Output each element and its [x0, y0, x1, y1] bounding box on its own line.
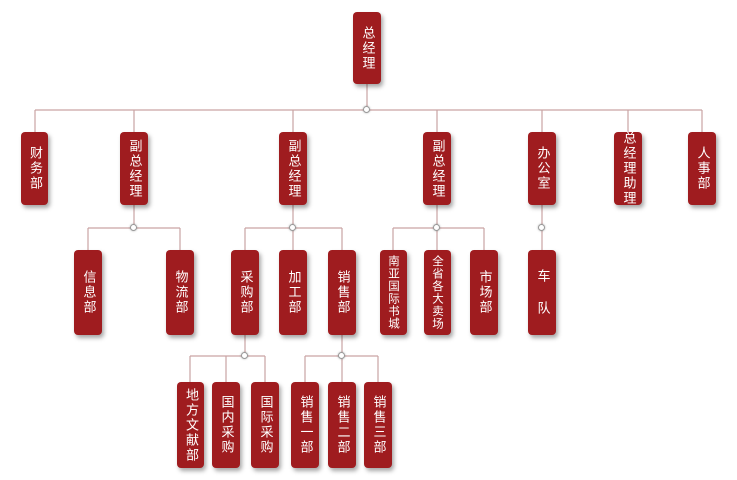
- node-label: 总经理助理: [620, 131, 636, 206]
- node-label: 南亚国际书城: [387, 255, 401, 330]
- node-label: 总经理: [359, 25, 375, 71]
- node-local-docs: 地方文献部: [177, 382, 204, 468]
- node-intl-purchasing: 国际采购: [251, 382, 279, 468]
- node-hr: 人事部: [688, 132, 716, 205]
- node-purchasing: 采购部: [231, 250, 259, 335]
- node-label: 人事部: [694, 146, 710, 191]
- node-nanya-bookcity: 南亚国际书城: [380, 250, 407, 335]
- node-gm-assistant: 总经理助理: [614, 131, 642, 206]
- node-label: 副总经理: [285, 138, 301, 199]
- node-label: 国内采购: [218, 395, 234, 455]
- connector-dot: [433, 224, 440, 231]
- node-label: 销售一部: [297, 395, 313, 455]
- node-sales-3: 销售三部: [364, 382, 392, 468]
- node-fleet: 车 队: [528, 250, 556, 335]
- node-domestic-purchasing: 国内采购: [212, 382, 240, 468]
- node-provincial-stores: 全省各大卖场: [424, 250, 451, 335]
- node-label: 销售二部: [334, 395, 350, 455]
- node-label: 地方文献部: [183, 387, 198, 463]
- node-label: 车 队: [534, 269, 550, 316]
- connector-dot: [289, 224, 296, 231]
- node-vp-2: 副总经理: [279, 132, 307, 205]
- node-label: 加工部: [285, 270, 301, 315]
- node-vp-3: 副总经理: [423, 132, 451, 205]
- node-label: 销售三部: [370, 395, 386, 455]
- node-sales: 销售部: [328, 250, 356, 335]
- node-label: 采购部: [237, 270, 253, 315]
- node-sales-2: 销售二部: [328, 382, 356, 468]
- node-label: 销售部: [334, 270, 350, 315]
- node-info: 信息部: [74, 250, 102, 335]
- node-label: 信息部: [80, 270, 96, 315]
- node-label: 办公室: [534, 146, 550, 191]
- node-office: 办公室: [528, 132, 556, 205]
- node-label: 物流部: [172, 270, 188, 315]
- node-processing: 加工部: [279, 250, 307, 335]
- node-label: 副总经理: [126, 138, 142, 199]
- node-market: 市场部: [470, 250, 498, 335]
- node-ceo: 总经理: [353, 12, 381, 84]
- connector-dot: [363, 106, 370, 113]
- node-label: 市场部: [476, 270, 492, 315]
- connector-dot: [241, 352, 248, 359]
- connector-dot: [538, 224, 545, 231]
- connector-dot: [338, 352, 345, 359]
- node-label: 财务部: [27, 146, 42, 191]
- node-finance: 财务部: [21, 132, 48, 205]
- node-logistics: 物流部: [166, 250, 194, 335]
- node-label: 全省各大卖场: [431, 255, 445, 330]
- node-vp-1: 副总经理: [120, 132, 148, 205]
- node-label: 国际采购: [257, 395, 273, 455]
- node-sales-1: 销售一部: [291, 382, 319, 468]
- connector-dot: [130, 224, 137, 231]
- node-label: 副总经理: [429, 138, 445, 199]
